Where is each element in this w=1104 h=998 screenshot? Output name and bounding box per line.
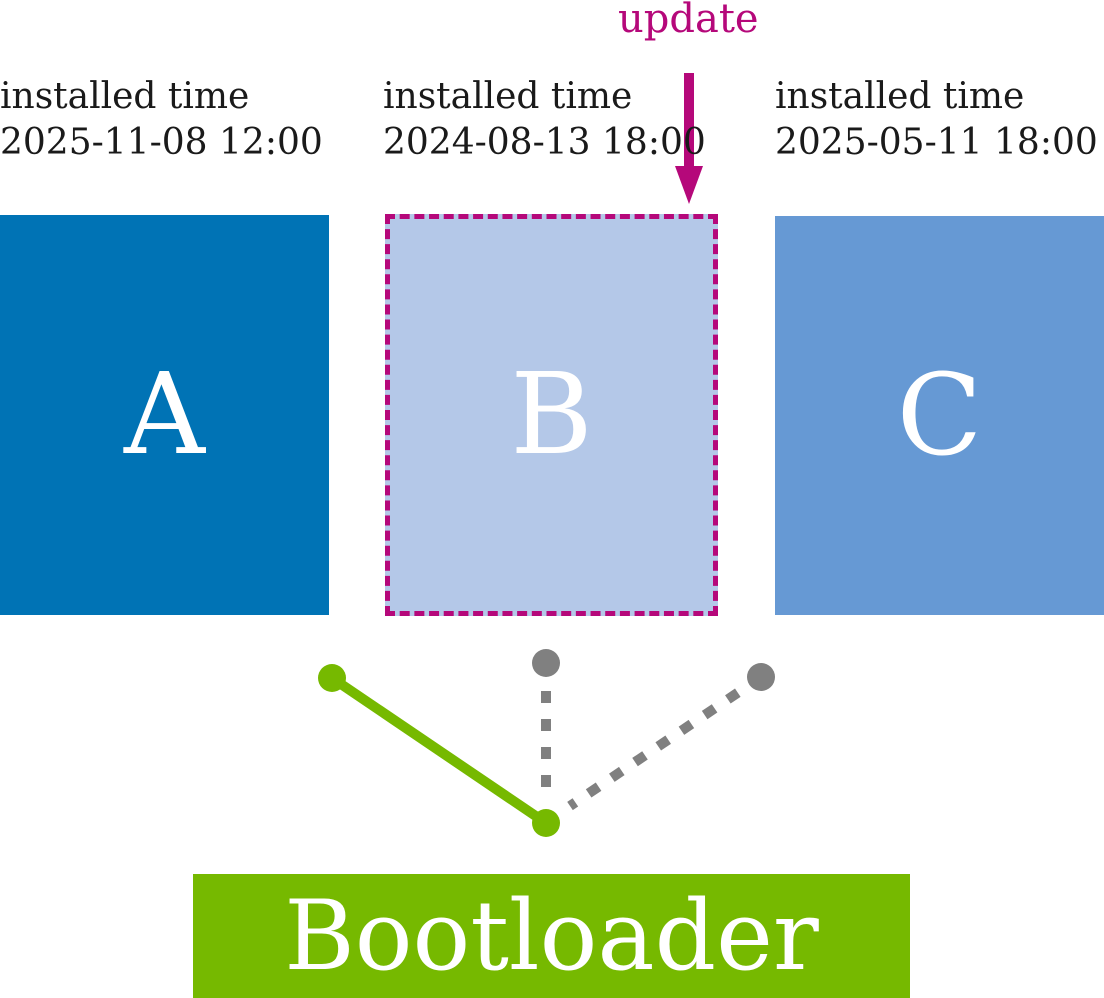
update-label: update <box>618 0 759 42</box>
slot-c-letter: C <box>896 350 983 481</box>
slot-a-installed-time: 2025-11-08 12:00 <box>0 122 323 163</box>
endpoint-dot-c <box>747 663 775 691</box>
slot-c-box: C <box>775 216 1104 615</box>
slot-c-installed-time: 2025-05-11 18:00 <box>775 122 1098 163</box>
slot-c-installed-label: installed time <box>775 76 1025 117</box>
slot-a-letter: A <box>124 350 205 480</box>
slot-a-box: A <box>0 215 329 615</box>
slot-b-installed-time: 2024-08-13 18:00 <box>383 122 706 163</box>
slot-b-letter: B <box>510 350 593 480</box>
connection-line-a <box>327 673 551 828</box>
slot-c-installed-info: installed time 2025-05-11 18:00 <box>775 74 1098 166</box>
endpoint-dot-b <box>532 649 560 677</box>
connection-line-c <box>567 672 764 811</box>
slot-a-installed-label: installed time <box>0 76 250 117</box>
bootloader-label: Bootloader <box>284 880 819 992</box>
slot-b-box: B <box>385 214 718 616</box>
bootloader-box: Bootloader <box>193 874 910 998</box>
endpoint-dot-a <box>318 664 346 692</box>
slot-a-installed-info: installed time 2025-11-08 12:00 <box>0 74 323 166</box>
update-arrow-head <box>675 166 703 204</box>
slot-b-installed-info: installed time 2024-08-13 18:00 <box>383 74 706 166</box>
bootloader-junction-dot <box>532 809 560 837</box>
slot-b-installed-label: installed time <box>383 76 633 117</box>
